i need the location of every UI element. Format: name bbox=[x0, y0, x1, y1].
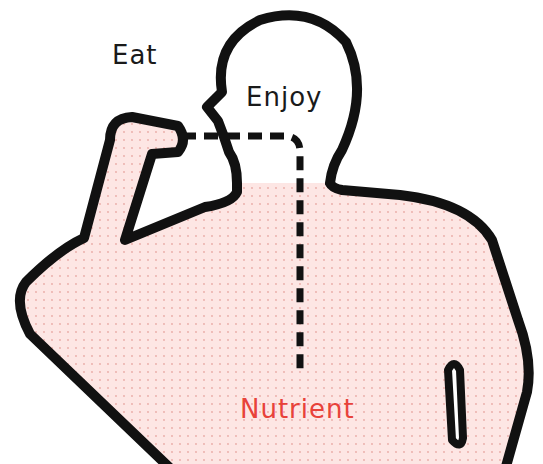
nutrient-label: Nutrient bbox=[240, 394, 355, 425]
feeling-label: Enjoy bbox=[246, 82, 322, 113]
action-label: Eat bbox=[112, 40, 158, 71]
hand-gap bbox=[448, 364, 463, 445]
food-path-dashed bbox=[182, 136, 300, 372]
head-silhouette bbox=[207, 15, 357, 183]
